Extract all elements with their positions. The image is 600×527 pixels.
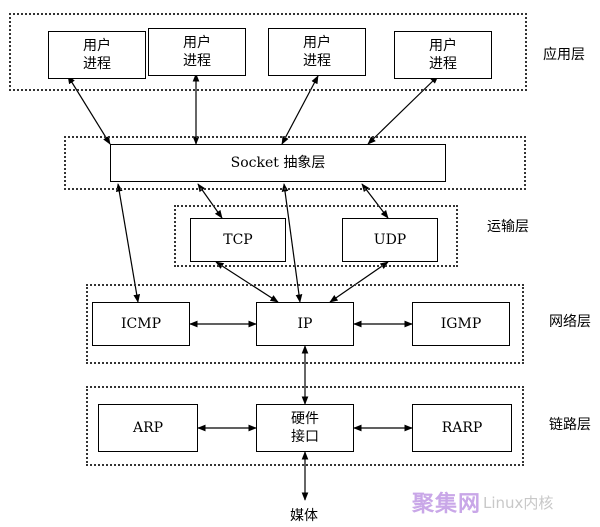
hardware-interface-label: 硬件 接口 [291, 411, 319, 445]
socket-layer-frame [64, 136, 526, 190]
user-process-4-box: 用户 进程 [394, 31, 492, 79]
tcp-label: TCP [223, 232, 253, 248]
network-layer-frame [86, 284, 524, 364]
watermark-logo-text: 聚集网 [412, 492, 482, 517]
user-process-2-label: 用户 进程 [183, 35, 211, 69]
udp-label: UDP [373, 232, 407, 248]
arrow-tcp-ip [215, 261, 279, 303]
user-process-1-box: 用户 进程 [48, 31, 146, 79]
link-layer-frame [86, 386, 524, 466]
ip-label: IP [297, 316, 313, 332]
media-label: 媒体 [290, 508, 318, 524]
transport-layer-label: 运输层 [487, 219, 529, 235]
user-process-2-box: 用户 进程 [148, 28, 246, 76]
igmp-box: IGMP [412, 302, 510, 346]
icmp-label: ICMP [121, 316, 161, 332]
rarp-box: RARP [412, 404, 512, 452]
socket-abstraction-label: Socket 抽象层 [230, 155, 326, 171]
user-process-3-label: 用户 进程 [303, 35, 331, 69]
network-layer-label: 网络层 [549, 314, 591, 330]
transport-layer-frame [174, 205, 458, 267]
igmp-label: IGMP [440, 316, 482, 332]
ip-box: IP [256, 302, 354, 346]
arrow-socket-ip [281, 183, 303, 303]
arrow-udp-ip [329, 261, 389, 303]
arp-box: ARP [98, 404, 198, 452]
arrow-socket-icmp [115, 183, 141, 303]
icmp-box: ICMP [92, 302, 190, 346]
application-layer-frame [9, 13, 527, 91]
watermark: 聚集网 Linux内核 [412, 485, 600, 519]
socket-abstraction-box: Socket 抽象层 [110, 144, 446, 182]
tcp-box: TCP [190, 218, 286, 262]
arp-label: ARP [132, 420, 164, 436]
udp-box: UDP [342, 218, 438, 262]
hardware-interface-box: 硬件 接口 [256, 404, 354, 452]
arrow-process1-socket [67, 75, 111, 145]
user-process-1-label: 用户 进程 [83, 38, 111, 72]
rarp-label: RARP [441, 420, 483, 436]
user-process-4-label: 用户 进程 [429, 38, 457, 72]
arrow-process4-socket [367, 75, 439, 145]
arrow-process3-socket [281, 75, 319, 145]
link-layer-label: 链路层 [549, 417, 591, 433]
application-layer-label: 应用层 [543, 47, 585, 63]
watermark-caption: Linux内核 [483, 493, 554, 512]
user-process-3-box: 用户 进程 [268, 28, 366, 76]
